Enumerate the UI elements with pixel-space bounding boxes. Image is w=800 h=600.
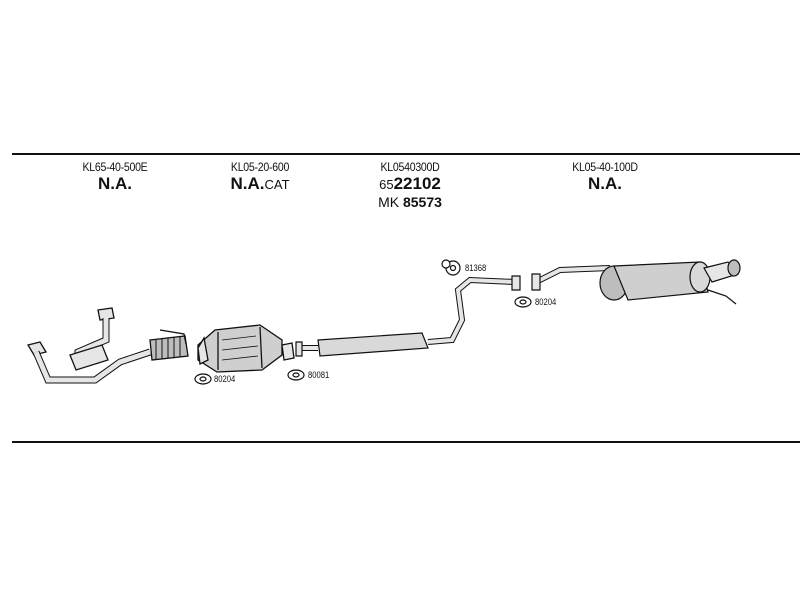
column-manifold: KL65-40-500E N.A.: [60, 160, 170, 194]
rear-muffler: [531, 259, 741, 305]
column-catalyst: KL05-20-600 N.A.CAT: [205, 160, 315, 194]
middle-pipe: [295, 275, 521, 357]
alternate-number: MK 85573: [378, 194, 442, 210]
part-code: KL05-40-100D: [572, 160, 638, 174]
gasket-icon: [287, 369, 305, 381]
gasket-label: 80081: [308, 370, 330, 380]
gasket-label: 80204: [535, 297, 557, 307]
hanger-label: 81368: [465, 263, 487, 273]
hanger-icon: [441, 259, 461, 276]
column-rear-muffler: KL05-40-100D N.A.: [545, 160, 665, 194]
gasket-icon: [194, 373, 212, 385]
bottom-divider: [12, 441, 800, 443]
part-status: N.A.: [98, 174, 132, 193]
catalytic-converter: [197, 324, 295, 373]
part-status: N.A.: [588, 174, 622, 193]
part-code: KL0540300D: [380, 160, 440, 174]
gasket-label: 80204: [214, 374, 236, 384]
part-code: KL65-40-500E: [82, 160, 148, 174]
part-number: 6522102: [379, 174, 441, 193]
part-code: KL05-20-600: [230, 160, 290, 174]
gasket-icon: [514, 296, 532, 308]
part-status: N.A.CAT: [230, 174, 290, 193]
column-middle-pipe: KL0540300D 6522102 MK 85573: [350, 160, 470, 210]
top-divider: [12, 153, 800, 155]
front-pipe: [26, 307, 189, 384]
